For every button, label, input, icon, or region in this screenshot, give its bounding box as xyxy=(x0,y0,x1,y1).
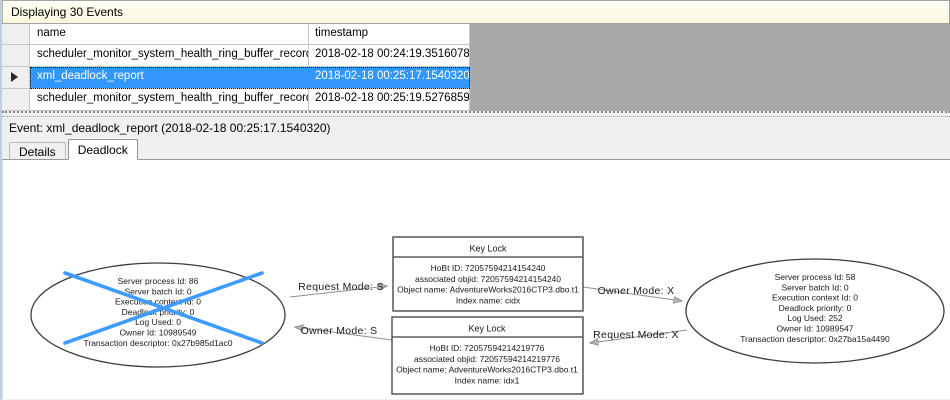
svg-text:Server process Id: 58: Server process Id: 58 xyxy=(775,272,856,282)
row-selector[interactable] xyxy=(2,67,30,89)
svg-text:Execution context Id: 0: Execution context Id: 0 xyxy=(772,293,858,303)
event-timestamp-cell[interactable]: 2018-02-18 00:25:19.5276859 xyxy=(309,89,470,111)
row-selector[interactable] xyxy=(2,45,30,67)
table-row-selected[interactable]: xml_deadlock_report 2018-02-18 00:25:17.… xyxy=(2,67,470,89)
resource-node-key-lock-bottom[interactable]: Key Lock HoBt ID: 72057594214219776 asso… xyxy=(391,316,584,395)
edge-label-owner-s: Owner Mode: S xyxy=(301,325,378,337)
svg-text:Log Used: 0: Log Used: 0 xyxy=(135,317,181,327)
edge-request-x xyxy=(590,329,688,343)
svg-text:Object name: AdventureWorks201: Object name: AdventureWorks2016CTP3.dbo.… xyxy=(397,285,579,295)
edge-label-owner-x: Owner Mode: X xyxy=(598,285,675,297)
svg-text:Key Lock: Key Lock xyxy=(469,244,507,254)
events-count-banner: Displaying 30 Events xyxy=(2,0,950,24)
deadlock-tab-page: Server process Id: 86 Server batch Id: 0… xyxy=(2,160,950,399)
edge-label-request-x: Request Mode: X xyxy=(593,329,679,341)
svg-text:Execution context Id: 0: Execution context Id: 0 xyxy=(115,297,201,307)
process-node[interactable]: Server process Id: 58 Server batch Id: 0… xyxy=(685,258,945,364)
tab-deadlock[interactable]: Deadlock xyxy=(67,139,138,160)
svg-text:associated objid: 720575942142: associated objid: 72057594214219776 xyxy=(414,354,560,364)
table-row[interactable]: scheduler_monitor_system_health_ring_buf… xyxy=(2,89,470,111)
deadlock-graph: Server process Id: 86 Server batch Id: 0… xyxy=(30,236,945,395)
process-node-victim[interactable]: Server process Id: 86 Server batch Id: 0… xyxy=(30,262,286,368)
svg-text:HoBt ID: 72057594214154240: HoBt ID: 72057594214154240 xyxy=(431,263,546,273)
svg-text:Owner Id: 10989547: Owner Id: 10989547 xyxy=(776,324,853,334)
edge-request-s xyxy=(289,286,387,298)
svg-text:HoBt ID: 72057594214219776: HoBt ID: 72057594214219776 xyxy=(430,343,545,353)
svg-text:Server batch Id: 0: Server batch Id: 0 xyxy=(124,286,191,296)
edge-label-request-s: Request Mode: S xyxy=(298,281,384,293)
event-timestamp-cell[interactable]: 2018-02-18 00:25:17.1540320 xyxy=(309,67,470,89)
event-timestamp-cell[interactable]: 2018-02-18 00:24:19.3516078 xyxy=(309,45,470,67)
svg-text:Object name: AdventureWorks201: Object name: AdventureWorks2016CTP3.dbo.… xyxy=(396,365,578,375)
svg-text:associated objid: 720575942141: associated objid: 72057594214154240 xyxy=(415,274,561,284)
event-name-cell[interactable]: scheduler_monitor_system_health_ring_buf… xyxy=(30,89,309,111)
current-row-arrow-icon xyxy=(11,72,18,82)
svg-text:Transaction descriptor: 0x27ba: Transaction descriptor: 0x27ba15a4490 xyxy=(740,334,890,344)
resource-node-key-lock-top[interactable]: Key Lock HoBt ID: 72057594214154240 asso… xyxy=(392,236,584,312)
column-header-timestamp[interactable]: timestamp xyxy=(309,24,470,45)
detail-tabstrip: Details Deadlock xyxy=(2,139,950,160)
row-selector-header[interactable] xyxy=(2,24,30,45)
events-grid: name timestamp scheduler_monitor_system_… xyxy=(2,24,950,111)
svg-text:Transaction descriptor: 0x27b9: Transaction descriptor: 0x27b985d1ac0 xyxy=(84,338,233,348)
svg-text:Key Lock: Key Lock xyxy=(468,324,506,334)
tab-details[interactable]: Details xyxy=(9,142,66,159)
event-name-cell[interactable]: xml_deadlock_report xyxy=(30,67,309,89)
selected-event-label: Event: xml_deadlock_report (2018-02-18 0… xyxy=(2,117,950,139)
edge-owner-s xyxy=(295,327,393,341)
svg-text:Index name: idx1: Index name: idx1 xyxy=(455,375,520,385)
edge-owner-x xyxy=(582,286,682,301)
table-header-row: name timestamp xyxy=(2,24,470,45)
events-table: name timestamp scheduler_monitor_system_… xyxy=(2,24,470,111)
event-name-cell[interactable]: scheduler_monitor_system_health_ring_buf… xyxy=(30,45,309,67)
svg-text:Server process Id: 86: Server process Id: 86 xyxy=(118,276,199,286)
svg-text:Deadlock priority: 0: Deadlock priority: 0 xyxy=(779,303,852,313)
svg-text:Log Used: 252: Log Used: 252 xyxy=(787,313,843,323)
row-selector[interactable] xyxy=(2,89,30,111)
table-row[interactable]: scheduler_monitor_system_health_ring_buf… xyxy=(2,45,470,67)
svg-text:Owner Id: 10989549: Owner Id: 10989549 xyxy=(119,328,196,338)
svg-text:Server batch Id: 0: Server batch Id: 0 xyxy=(781,282,848,292)
svg-text:Deadlock priority: 0: Deadlock priority: 0 xyxy=(122,307,195,317)
svg-text:Index name: cidx: Index name: cidx xyxy=(456,295,521,305)
pane-splitter[interactable] xyxy=(2,111,950,117)
column-header-name[interactable]: name xyxy=(30,24,309,45)
victim-cross-icon xyxy=(63,271,264,345)
